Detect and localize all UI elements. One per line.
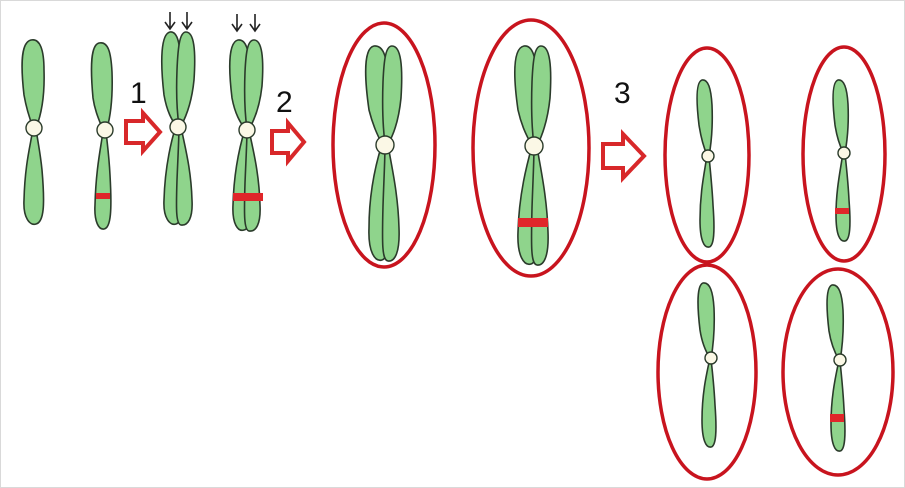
daughter-chromosome-plain-upper <box>665 48 749 262</box>
process-arrow-2 <box>272 123 304 161</box>
centromere <box>170 119 186 135</box>
centromere <box>525 137 543 155</box>
chromatid <box>697 80 714 247</box>
down-arrow-icon <box>250 14 260 31</box>
chromatid <box>833 80 850 241</box>
process-arrow-1 <box>126 113 160 151</box>
chromosome-replicated-marked <box>230 14 263 231</box>
centromere <box>239 122 255 138</box>
marker-band <box>233 193 263 201</box>
step-label-3: 3 <box>614 77 631 110</box>
down-arrow-icon <box>165 12 175 29</box>
daughter-chromosome-marked-lower <box>783 269 893 475</box>
marker-band <box>518 218 548 227</box>
daughter-chromosome-marked-upper <box>803 47 885 261</box>
marker-band <box>830 414 844 422</box>
chromosome-single-plain <box>22 40 44 225</box>
down-arrow-icon <box>232 14 242 31</box>
process-arrow-3 <box>603 134 644 178</box>
down-arrow-icon <box>182 12 192 29</box>
centromere <box>834 354 846 366</box>
step-label-2: 2 <box>276 86 293 119</box>
daughter-chromosome-plain-lower <box>658 265 756 479</box>
hollow-right-arrow-icon <box>126 113 160 151</box>
centromere <box>705 352 717 364</box>
hollow-right-arrow-icon <box>603 134 644 178</box>
step-label-1: 1 <box>130 77 147 110</box>
chromatid <box>827 285 845 451</box>
centromere <box>26 120 42 136</box>
centromere <box>97 122 113 138</box>
centromere <box>702 150 714 162</box>
chromosome-single-marked <box>91 43 113 229</box>
marker-band <box>835 208 849 214</box>
chromosome-pair-circled-marked <box>473 20 589 276</box>
chromatid <box>698 283 716 447</box>
centromere <box>838 147 850 159</box>
chromosome-replicated-plain <box>162 12 195 225</box>
marker-band <box>96 193 110 199</box>
centromere <box>376 136 394 154</box>
chromosome-pair-circled-plain <box>333 23 435 267</box>
hollow-right-arrow-icon <box>272 123 304 161</box>
